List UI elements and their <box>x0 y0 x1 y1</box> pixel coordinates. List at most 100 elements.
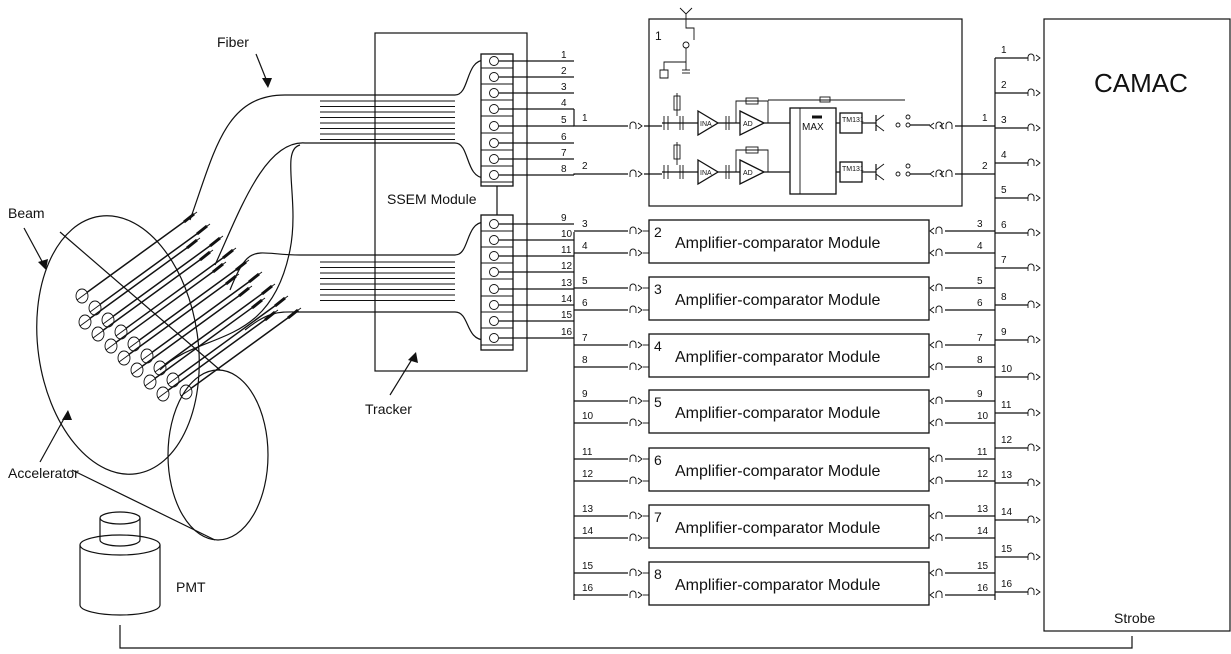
tm131-label: TM131 <box>842 166 864 173</box>
accelerator-label: Accelerator <box>8 465 79 481</box>
amp-output-number: 4 <box>977 241 983 252</box>
connector-icon <box>629 226 643 235</box>
ssem-output-number: 7 <box>561 148 567 159</box>
pmt-label: PMT <box>176 579 206 595</box>
connector-icon <box>929 454 943 463</box>
connector-icon <box>929 418 943 427</box>
camac-input-number: 3 <box>1001 115 1007 126</box>
connector-icon <box>629 121 643 130</box>
ssem-pads <box>481 56 513 346</box>
top-input-line <box>573 109 628 127</box>
amp-input-number: 10 <box>582 411 594 422</box>
camac-input-number: 2 <box>1001 80 1007 91</box>
amp-module-number: 3 <box>654 281 662 297</box>
amp-input-number: 15 <box>582 561 594 572</box>
amp-module-number: 2 <box>654 224 662 240</box>
ssem-output-number: 14 <box>561 294 573 305</box>
connector-icon <box>1027 515 1041 524</box>
fiber-rod <box>75 211 198 304</box>
connector-icon <box>629 283 643 292</box>
amp-output-number: 5 <box>977 276 983 287</box>
ssem-output-number: 4 <box>561 98 567 109</box>
connector-icon <box>1027 408 1041 417</box>
top-output-number: 2 <box>982 161 988 172</box>
ina-label: INA <box>700 121 712 128</box>
connector-icon <box>1027 263 1041 272</box>
fiber-label: Fiber <box>217 34 249 50</box>
amp-module-box <box>648 389 930 434</box>
connector-icon <box>1027 123 1041 132</box>
amp-module-number: 8 <box>654 566 662 582</box>
beam-label: Beam <box>8 205 45 221</box>
amp-module-label: Amplifier-comparator Module <box>675 520 881 537</box>
connector-icon <box>929 248 943 257</box>
amp-input-number: 13 <box>582 504 594 515</box>
top-input-number: 2 <box>582 161 588 172</box>
pad-circle <box>489 267 499 277</box>
amp-module-box <box>648 504 930 549</box>
ssem-module-label: SSEM Module <box>387 191 477 207</box>
ssem-output-number: 6 <box>561 132 567 143</box>
amp-input-number: 5 <box>582 276 588 287</box>
ad-label: AD <box>743 170 753 177</box>
connector-icon <box>629 568 643 577</box>
connector-icon <box>929 362 943 371</box>
fiber-rod <box>143 297 266 390</box>
connector-icon <box>629 476 643 485</box>
amp-module-label: Amplifier-comparator Module <box>675 405 881 422</box>
ssem-output-number: 5 <box>561 115 567 126</box>
accelerator-drawing <box>36 211 302 541</box>
fiber-rod <box>130 285 253 378</box>
connector-icon <box>929 568 943 577</box>
pad-circle <box>489 333 499 343</box>
connector-icon <box>929 396 943 405</box>
amp-module-label: Amplifier-comparator Module <box>675 463 881 480</box>
connector-icon <box>929 283 943 292</box>
amp-output-number: 14 <box>977 526 989 537</box>
amp-module-box <box>648 219 930 264</box>
amp-output-number: 10 <box>977 411 989 422</box>
connector-icon <box>629 511 643 520</box>
connector-icon <box>1027 478 1041 487</box>
connector-icon <box>929 340 943 349</box>
camac-input-number: 12 <box>1001 435 1013 446</box>
camac-input-number: 10 <box>1001 364 1013 375</box>
fiber-rod <box>104 261 227 354</box>
amp-module-label: Amplifier-comparator Module <box>675 235 881 252</box>
connector-icon <box>629 418 643 427</box>
amp-input-number: 6 <box>582 298 588 309</box>
strobe-label: Strobe <box>1114 610 1155 626</box>
connector-icon <box>929 476 943 485</box>
ssem-output-number: 12 <box>561 261 573 272</box>
ssem-output-number: 11 <box>561 245 572 256</box>
connector-icon <box>1027 53 1041 62</box>
amp-input-number: 12 <box>582 469 594 480</box>
fiber-rod <box>140 271 263 364</box>
fiber-bundle-rods <box>75 211 302 402</box>
fiber-rod <box>179 307 302 400</box>
connector-icon <box>929 305 943 314</box>
amp-input-number: 9 <box>582 389 588 400</box>
connector-icon <box>629 454 643 463</box>
connector-icon <box>1027 587 1041 596</box>
camac-input-number: 15 <box>1001 544 1013 555</box>
amp-output-number: 16 <box>977 583 989 594</box>
tm131-label: TM131 <box>842 117 864 124</box>
amp-module-box <box>648 561 930 606</box>
amp-output-number: 6 <box>977 298 983 309</box>
top-input-line <box>573 173 628 175</box>
connector-icon <box>1027 335 1041 344</box>
amp-input-number: 7 <box>582 333 588 344</box>
amp-input-number: 4 <box>582 241 588 252</box>
fiber-rod <box>78 237 201 330</box>
tracker-label: Tracker <box>365 401 412 417</box>
fiber-rod <box>101 235 224 328</box>
top-output-number: 1 <box>982 113 988 124</box>
